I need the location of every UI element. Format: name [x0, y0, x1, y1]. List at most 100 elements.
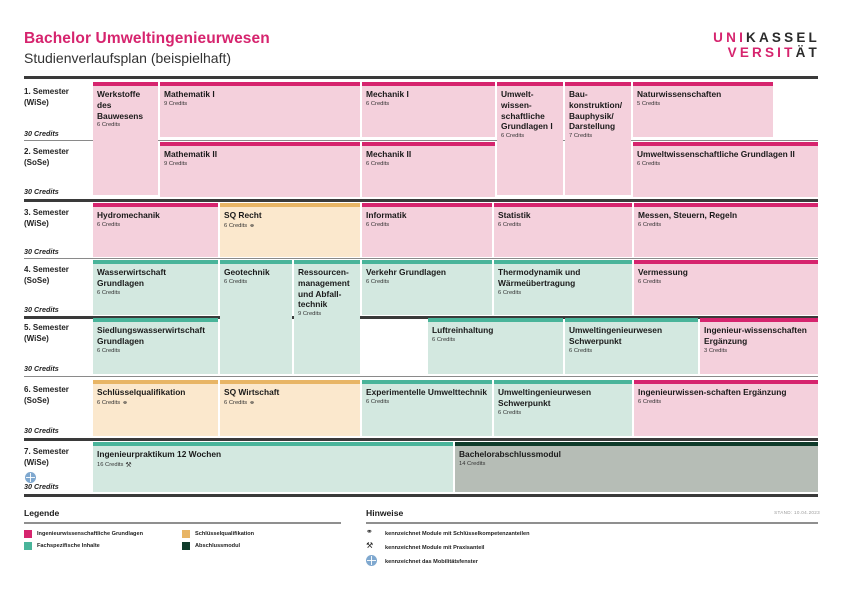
module-credits: 6 Credits: [498, 409, 522, 416]
module-category-bar: [700, 318, 818, 322]
module-category-bar: [494, 203, 632, 207]
module-category-bar: [494, 380, 632, 384]
module-credits: 9 Credits: [164, 160, 188, 167]
module-category-bar: [565, 82, 631, 86]
module-category-bar: [362, 380, 492, 384]
module-credits: 9 Credits: [164, 100, 188, 107]
module-credits: 6 Credits: [97, 289, 121, 296]
semester-credits-2: 30 Credits: [24, 187, 59, 196]
module-credits: 9 Credits: [298, 311, 322, 317]
semester-season: (WiSe): [24, 218, 49, 228]
key-competence-icon: ⚭: [366, 527, 373, 536]
module-name: Bachelorabschlussmodul: [459, 449, 561, 459]
module-credits: 6 Credits: [366, 221, 390, 228]
module-box[interactable]: Bau-konstruktion/ Bauphysik/ Darstellung…: [565, 82, 631, 195]
module-credits: 6 Credits: [366, 100, 390, 107]
semester-label-4: 4. Semester(SoSe): [24, 265, 69, 287]
module-box[interactable]: Ressourcen-management und Abfall-technik…: [294, 260, 360, 374]
module-category-bar: [93, 203, 218, 207]
module-category-bar: [634, 260, 818, 264]
module-category-bar: [634, 203, 818, 207]
grid-divider: [24, 76, 818, 79]
semester-season: (SoSe): [24, 275, 50, 285]
module-credits: 6 Credits: [97, 122, 121, 129]
legend-swatch: [182, 542, 190, 550]
legend-label: Schlüsselqualifikation: [195, 531, 255, 537]
module-credits: 7 Credits: [569, 133, 593, 139]
semester-label-7: 7. Semester(WiSe): [24, 447, 69, 469]
module-category-bar: [220, 380, 360, 384]
key-competence-icon: ⚭: [249, 399, 256, 407]
semester-label-5: 5. Semester(WiSe): [24, 323, 69, 345]
practical-part-icon: ⚒: [125, 461, 132, 469]
semester-label-2: 2. Semester(SoSe): [24, 147, 69, 169]
module-name: Mathematik II: [164, 149, 218, 159]
module-credits: 6 Credits: [569, 347, 593, 354]
module-credits: 6 Credits: [638, 278, 662, 285]
logo-versit: VERSIT: [727, 45, 796, 61]
module-credits: 6 Credits: [432, 336, 456, 343]
module-credits: 6 Credits: [498, 289, 522, 296]
module-name: Ingenieurwissen-schaften Ergänzung: [638, 387, 787, 397]
semester-season: (WiSe): [24, 97, 49, 107]
module-name: Ingenieur-wissenschaften Ergänzung: [704, 325, 807, 346]
module-credits: 6 Credits: [638, 398, 662, 405]
semester-season: (WiSe): [24, 333, 49, 343]
grid-divider: [24, 199, 818, 202]
grid-divider: [24, 376, 818, 377]
page-title: Bachelor Umweltingenieurwesen: [24, 30, 270, 47]
module-body: Ressourcen-management und Abfall-technik…: [294, 264, 360, 374]
key-competence-icon: ⚭: [122, 399, 129, 407]
module-name: Geotechnik: [224, 267, 270, 277]
module-category-bar: [160, 82, 360, 86]
hints-rule: [366, 522, 818, 524]
module-name: Mechanik II: [366, 149, 412, 159]
module-category-bar: [428, 318, 563, 322]
module-category-bar: [634, 380, 818, 384]
semester-season: (SoSe): [24, 157, 50, 167]
semester-season: (WiSe): [24, 457, 49, 467]
